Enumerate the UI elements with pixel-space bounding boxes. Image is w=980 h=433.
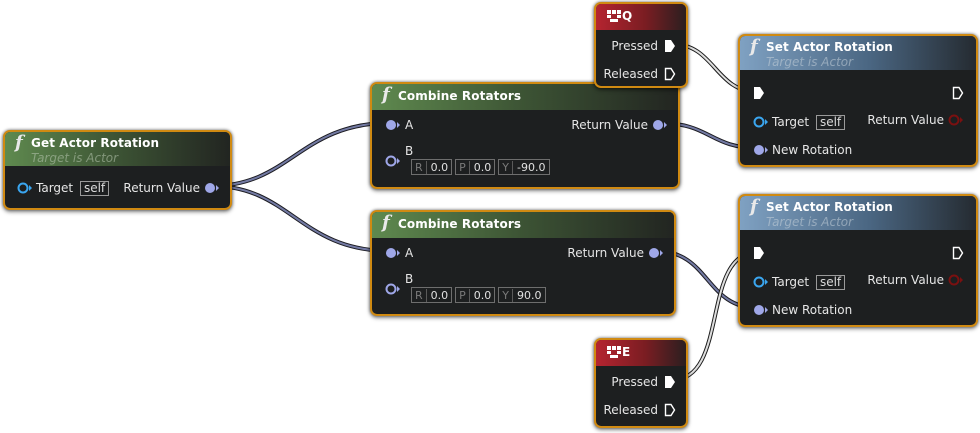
wire-get-to-combine2 [211, 184, 391, 253]
node-subtitle: Target is Actor [766, 55, 854, 69]
rotator-pin-a-icon[interactable] [385, 247, 401, 259]
rotator-pin-icon[interactable] [204, 182, 220, 194]
function-f-icon: f [15, 132, 23, 153]
exec-pin-icon[interactable] [664, 403, 676, 417]
keyboard-key-icon [607, 10, 621, 22]
exec-in-pin-icon[interactable] [753, 86, 765, 100]
node-title: Combine Rotators [398, 89, 522, 103]
rotator-pin-b-icon[interactable] [385, 283, 401, 295]
node-header: f Combine Rotators [372, 212, 674, 238]
return-value-label: Return Value [567, 246, 644, 260]
target-label: Target [772, 115, 810, 129]
rotator-pin-icon[interactable] [648, 247, 664, 259]
wire-get-to-combine1 [211, 121, 391, 188]
target-label: Target [772, 275, 810, 289]
node-title: Set Actor Rotation [766, 40, 893, 54]
exec-out-pin-icon[interactable] [952, 86, 964, 100]
exec-out-pin-icon[interactable] [952, 246, 964, 260]
yaw-field[interactable]: Y-90.0 [498, 159, 550, 175]
function-f-icon: f [750, 196, 758, 217]
exec-pin-icon[interactable] [664, 39, 676, 53]
target-label: Target [36, 181, 74, 195]
node-header: f Combine Rotators [372, 84, 678, 110]
return-value-pin-icon[interactable] [948, 114, 964, 126]
rotator-pin-b-icon[interactable] [385, 155, 401, 167]
node-header: Q [596, 4, 686, 30]
rotator-pin-icon[interactable] [753, 144, 769, 156]
released-label: Released [603, 403, 658, 417]
released-label: Released [603, 67, 658, 81]
object-pin-icon[interactable] [753, 276, 769, 288]
node-subtitle: Target is Actor [766, 215, 854, 229]
node-key-e[interactable]: E Pressed Released [594, 338, 688, 428]
target-self-field[interactable]: self [815, 275, 846, 290]
return-value-pin-icon[interactable] [948, 274, 964, 286]
keyboard-key-icon [607, 346, 621, 358]
node-set-actor-rotation-2[interactable]: f Set Actor Rotation Target is Actor Tar… [738, 194, 978, 327]
pin-b-label: B [405, 144, 414, 158]
exec-pin-icon[interactable] [664, 375, 676, 389]
node-get-actor-rotation[interactable]: f Get Actor Rotation Target is Actor Tar… [3, 130, 232, 210]
pressed-label: Pressed [611, 375, 658, 389]
node-title: Get Actor Rotation [31, 136, 160, 150]
new-rotation-label: New Rotation [772, 143, 853, 157]
target-pin: Target self [772, 115, 846, 130]
node-header: f Set Actor Rotation Target is Actor [740, 36, 976, 70]
pin-a-label: A [405, 118, 414, 132]
node-title: E [622, 345, 631, 359]
node-key-q[interactable]: Q Pressed Released [594, 2, 688, 88]
exec-pin-icon[interactable] [664, 67, 676, 81]
pin-b-label: B [405, 272, 414, 286]
node-header: f Get Actor Rotation Target is Actor [5, 132, 230, 166]
node-header: f Set Actor Rotation Target is Actor [740, 196, 976, 230]
rotator-pin-icon[interactable] [652, 119, 668, 131]
function-f-icon: f [382, 212, 390, 233]
node-title: Combine Rotators [398, 217, 522, 231]
object-pin-icon[interactable] [17, 182, 33, 194]
rotator-pin-icon[interactable] [753, 304, 769, 316]
pressed-label: Pressed [611, 39, 658, 53]
node-header: E [596, 340, 686, 366]
return-value-label: Return Value [867, 113, 944, 127]
function-f-icon: f [382, 84, 390, 105]
exec-in-pin-icon[interactable] [753, 246, 765, 260]
rotator-pin-a-icon[interactable] [385, 119, 401, 131]
return-value-label: Return Value [867, 273, 944, 287]
node-set-actor-rotation-1[interactable]: f Set Actor Rotation Target is Actor Tar… [738, 34, 978, 167]
pin-a-label: A [405, 246, 414, 260]
function-f-icon: f [750, 36, 758, 57]
target-self-field[interactable]: self [79, 181, 110, 196]
new-rotation-label: New Rotation [772, 303, 853, 317]
node-title: Set Actor Rotation [766, 200, 893, 214]
object-pin-icon[interactable] [753, 116, 769, 128]
node-title: Q [622, 9, 633, 23]
return-value-label: Return Value [571, 118, 648, 132]
return-value-label: Return Value [123, 181, 200, 195]
target-pin: Target self [36, 181, 110, 196]
target-pin: Target self [772, 275, 846, 290]
node-subtitle: Target is Actor [31, 151, 119, 165]
target-self-field[interactable]: self [815, 115, 846, 130]
